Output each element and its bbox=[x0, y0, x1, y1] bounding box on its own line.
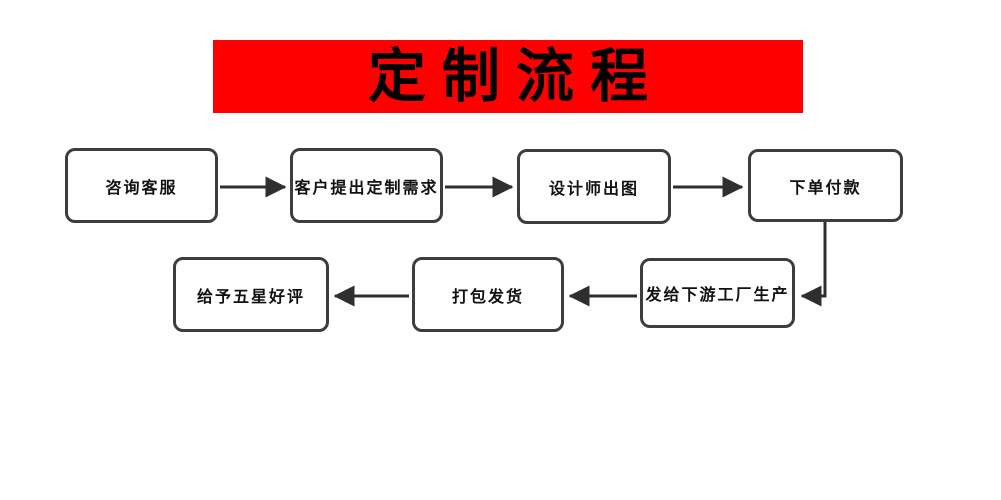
flow-node-label: 客户提出定制需求 bbox=[294, 179, 439, 197]
flow-node-review: 给予五星好评 bbox=[173, 257, 329, 332]
page-title: 定制流程 bbox=[367, 43, 664, 109]
flow-node-label: 发给下游工厂生产 bbox=[645, 287, 790, 304]
flow-node-order: 下单付款 bbox=[748, 149, 903, 222]
flow-node-factory: 发给下游工厂生产 bbox=[640, 258, 795, 328]
arrow-order-to-factory bbox=[800, 222, 827, 307]
flow-node-label: 下单付款 bbox=[789, 179, 862, 197]
flow-node-design: 设计师出图 bbox=[517, 149, 671, 224]
flow-node-consult: 咨询客服 bbox=[65, 148, 218, 223]
flow-node-label: 给予五星好评 bbox=[196, 288, 305, 306]
flow-node-ship: 打包发货 bbox=[412, 257, 564, 332]
flow-node-label: 设计师出图 bbox=[548, 180, 639, 198]
flow-node-requirements: 客户提出定制需求 bbox=[290, 148, 443, 223]
flow-node-label: 打包发货 bbox=[451, 288, 524, 306]
flow-node-label: 咨询客服 bbox=[105, 179, 178, 197]
title-banner: 定制流程 bbox=[213, 40, 803, 113]
